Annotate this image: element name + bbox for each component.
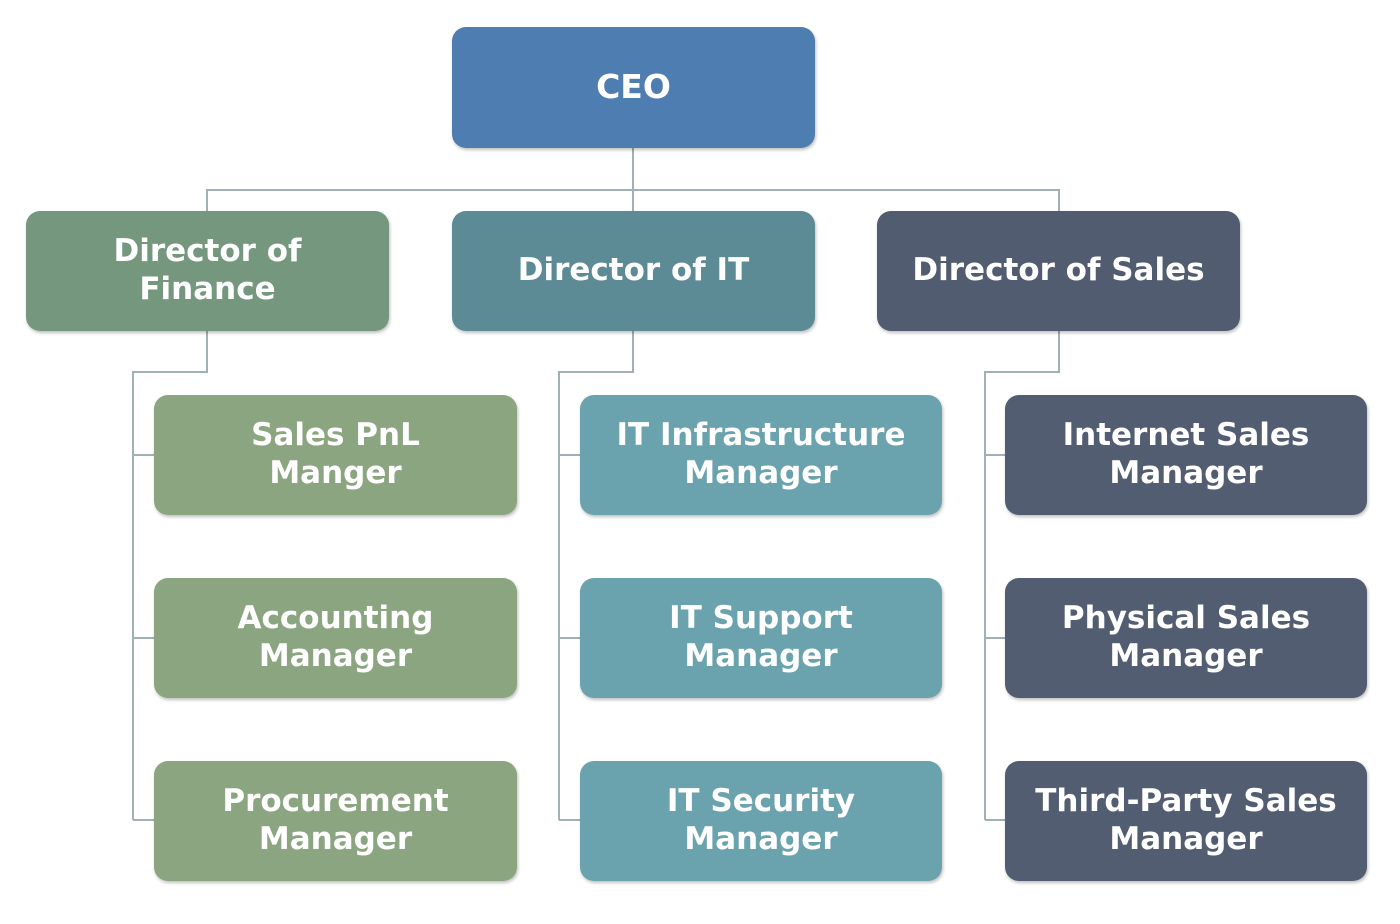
director-it-box: Director of IT	[452, 211, 815, 331]
connector-it-trunk	[558, 331, 634, 820]
manager-sales-2-box: Physical Sales Manager	[1005, 578, 1367, 698]
manager-sales-2-label: Physical Sales Manager	[1061, 600, 1311, 674]
manager-it-1-label: IT Infrastructure Manager	[616, 417, 906, 491]
manager-sales-3-box: Third-Party Sales Manager	[1005, 761, 1367, 881]
manager-finance-3-box: Procurement Manager	[154, 761, 517, 881]
director-it-label: Director of IT	[517, 252, 750, 289]
manager-finance-1-box: Sales PnL Manger	[154, 395, 517, 515]
manager-finance-3-label: Procurement Manager	[222, 783, 449, 857]
ceo-box: CEO	[452, 27, 815, 148]
director-finance-box: Director of Finance	[26, 211, 389, 331]
connector-finance-trunk	[132, 331, 208, 820]
manager-sales-1-box: Internet Sales Manager	[1005, 395, 1367, 515]
manager-sales-3-label: Third-Party Sales Manager	[1035, 783, 1337, 857]
ceo-label: CEO	[596, 67, 671, 107]
director-finance-label: Director of Finance	[113, 233, 302, 307]
manager-it-3-box: IT Security Manager	[580, 761, 942, 881]
manager-finance-2-box: Accounting Manager	[154, 578, 517, 698]
manager-it-2-box: IT Support Manager	[580, 578, 942, 698]
manager-it-3-label: IT Security Manager	[666, 783, 856, 857]
director-sales-label: Director of Sales	[912, 252, 1205, 289]
manager-it-1-box: IT Infrastructure Manager	[580, 395, 942, 515]
director-sales-box: Director of Sales	[877, 211, 1240, 331]
manager-finance-2-label: Accounting Manager	[237, 600, 434, 674]
manager-finance-1-label: Sales PnL Manger	[251, 417, 420, 491]
manager-it-2-label: IT Support Manager	[669, 600, 853, 674]
connector-group	[132, 148, 1060, 821]
connector-sales-trunk	[984, 331, 1060, 820]
manager-sales-1-label: Internet Sales Manager	[1062, 417, 1310, 491]
